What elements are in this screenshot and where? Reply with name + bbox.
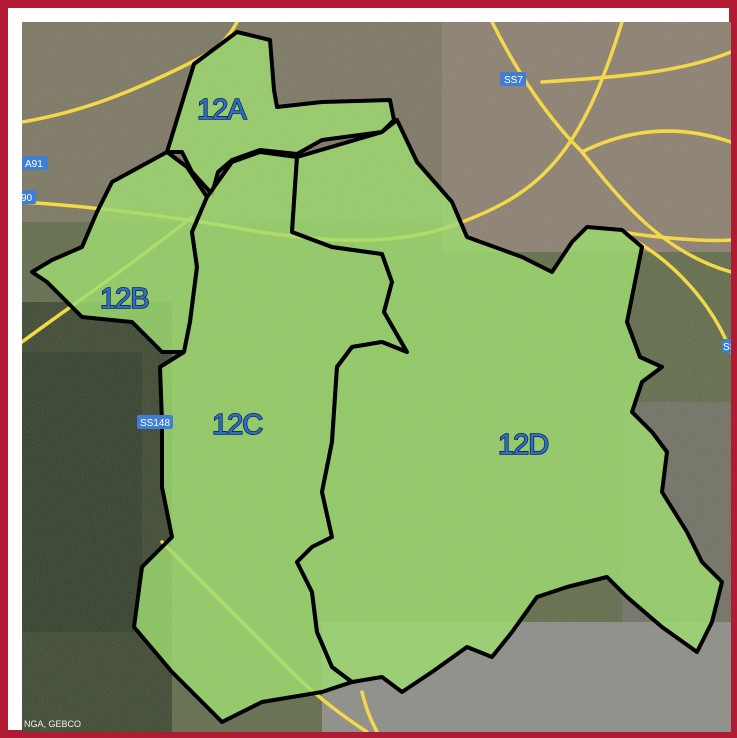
zone-12B-area[interactable]	[30, 150, 209, 354]
map-canvas[interactable]: 12A 12B 12C 12D SS7 A91 90 SS148	[22, 22, 731, 732]
zone-12D-area[interactable]	[290, 118, 724, 694]
road-shield-ss7: SS7	[500, 72, 526, 86]
map-attribution: NGA, GEBCO	[24, 719, 81, 729]
road-shield-ss: SS	[722, 339, 731, 353]
road-label: SS7	[504, 75, 523, 86]
road-shield-90: 90	[22, 190, 36, 204]
road-label: SS	[723, 342, 731, 353]
zones	[30, 30, 724, 724]
zone-label-12D: 12D	[498, 429, 548, 461]
zone-labels: 12A 12B 12C 12D	[99, 93, 550, 462]
zone-label-12A: 12A	[197, 94, 247, 126]
road	[580, 129, 731, 154]
map-view[interactable]: 12A 12B 12C 12D SS7 A91 90 SS148	[22, 22, 731, 732]
road	[540, 50, 731, 84]
zone-label-12B: 12B	[100, 283, 149, 315]
zone-label-12C: 12C	[212, 409, 262, 441]
road-shield-a91: A91	[22, 156, 48, 170]
road	[360, 690, 379, 732]
road-label: 90	[22, 193, 33, 204]
road	[635, 240, 731, 354]
road-shield-ss148: SS148	[137, 415, 173, 429]
road-label: A91	[25, 159, 43, 170]
road	[620, 230, 731, 243]
road-label: SS148	[140, 418, 170, 429]
